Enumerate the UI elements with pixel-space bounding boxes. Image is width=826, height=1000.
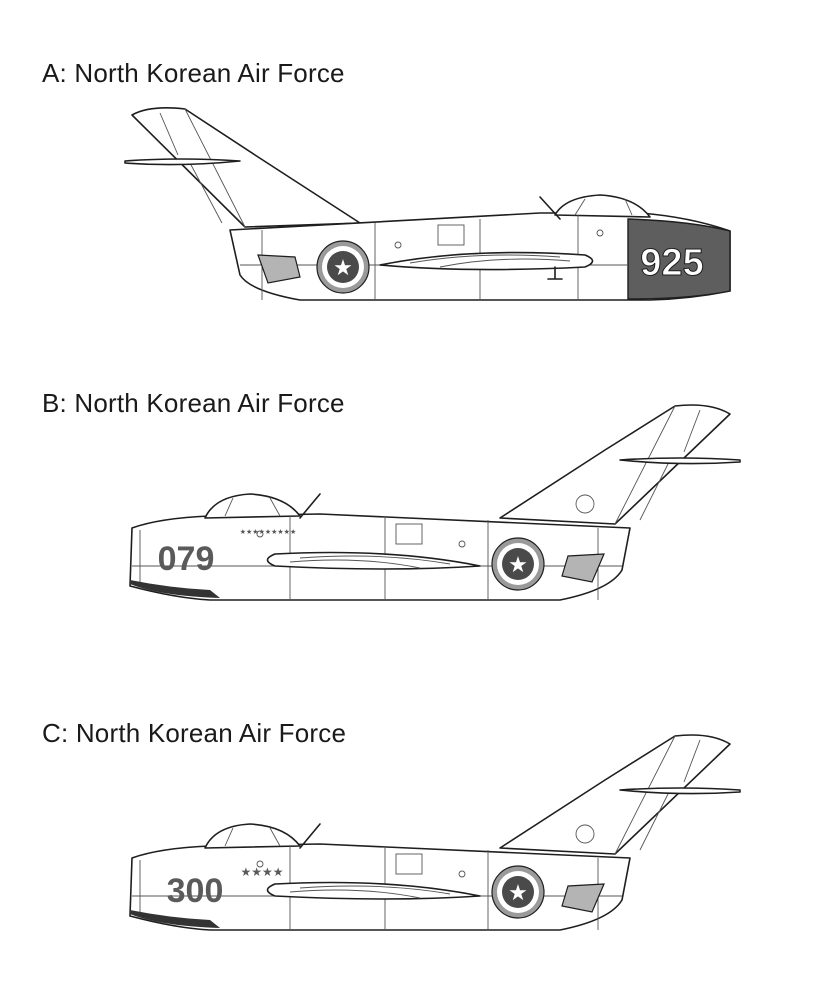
svg-text:★: ★ <box>508 553 528 578</box>
serial-number: 079 <box>158 540 215 578</box>
profile-c-aircraft: ★ ★★★★ 300 <box>129 734 741 931</box>
svg-text:★: ★ <box>508 881 528 906</box>
profile-a-caption: A: North Korean Air Force <box>42 58 345 88</box>
horizontal-stabilizer <box>619 457 741 465</box>
victory-tally-stars: ★★★★ <box>240 865 283 879</box>
svg-text:★: ★ <box>333 256 353 281</box>
wing <box>379 251 594 271</box>
north-korean-roundel-icon: ★ <box>491 865 545 919</box>
nose-band <box>627 218 731 300</box>
profile-c-caption: C: North Korean Air Force <box>42 718 347 748</box>
vertical-tail-fin <box>131 107 361 228</box>
serial-number: 925 <box>640 242 703 284</box>
victory-tally-stars: ★★★★★★★★★ <box>240 528 296 536</box>
vertical-tail-fin <box>499 734 731 855</box>
cockpit-canopy <box>554 194 651 218</box>
cockpit-canopy <box>204 823 301 849</box>
tail-panel <box>561 553 605 583</box>
tail-panel <box>561 883 605 913</box>
vertical-tail-fin <box>499 404 731 525</box>
profile-b-aircraft: ★ ★★★★★★★★★ 079 <box>129 404 741 601</box>
tail-panel <box>257 254 301 284</box>
horizontal-stabilizer <box>124 158 241 166</box>
cockpit-canopy <box>204 493 301 519</box>
nose-intake-lip <box>130 580 220 598</box>
north-korean-roundel-icon: ★ <box>316 240 370 294</box>
profile-a-aircraft: ★ 925 <box>124 107 731 301</box>
horizontal-stabilizer <box>619 787 741 795</box>
serial-number: 300 <box>167 872 224 910</box>
profile-b-caption: B: North Korean Air Force <box>42 388 345 418</box>
north-korean-roundel-icon: ★ <box>491 537 545 591</box>
nose-intake-lip <box>130 910 220 928</box>
